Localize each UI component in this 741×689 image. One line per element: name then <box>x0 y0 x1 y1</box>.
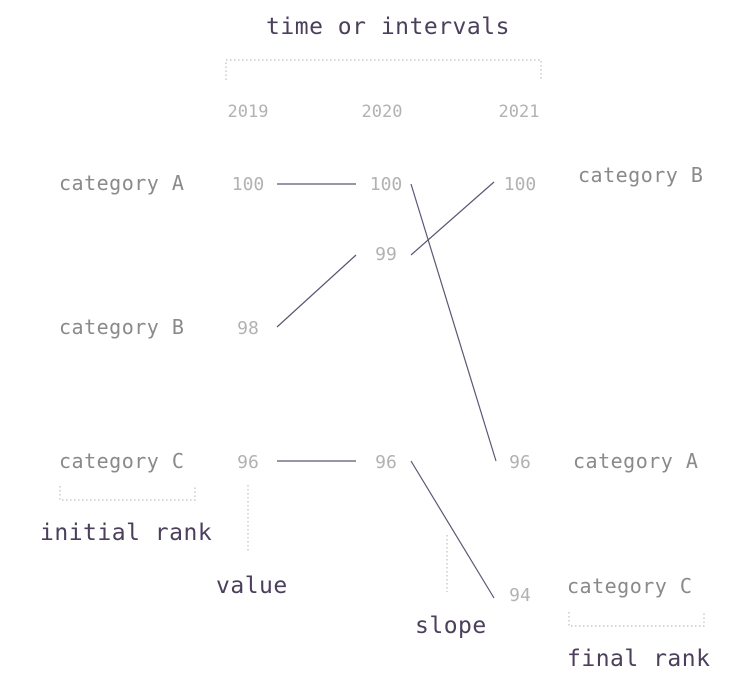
value-2019-b: 98 <box>237 318 259 339</box>
line-b-2019-2020 <box>276 254 357 328</box>
value-2021-c: 94 <box>509 585 531 606</box>
left-category-a: category A <box>59 171 184 195</box>
value-2020-b: 99 <box>375 244 397 265</box>
value-annotation: value <box>216 573 288 599</box>
year-2020: 2020 <box>362 102 403 122</box>
year-2019: 2019 <box>228 102 269 122</box>
line-c-2020-2021 <box>410 460 495 599</box>
left-category-b: category B <box>59 315 184 339</box>
initial-rank-annotation: initial rank <box>40 520 212 546</box>
final-rank-bracket <box>568 612 705 627</box>
value-2019-c: 96 <box>237 452 259 473</box>
year-2021: 2021 <box>499 102 540 122</box>
line-a-2020-2021 <box>410 183 497 462</box>
value-2019-a: 100 <box>232 174 265 195</box>
right-category-b: category B <box>578 163 703 187</box>
final-rank-annotation: final rank <box>567 646 710 672</box>
line-b-2020-2021 <box>410 181 495 256</box>
right-category-c: category C <box>567 574 692 598</box>
right-category-a: category A <box>573 449 698 473</box>
time-bracket <box>225 59 542 80</box>
initial-rank-bracket <box>59 486 196 501</box>
value-2020-a: 100 <box>370 174 403 195</box>
value-2021-b: 100 <box>504 174 537 195</box>
slope-annotation: slope <box>415 613 487 639</box>
value-2021-a: 96 <box>509 452 531 473</box>
time-annotation: time or intervals <box>266 14 510 40</box>
left-category-c: category C <box>59 449 184 473</box>
value-2020-c: 96 <box>375 452 397 473</box>
